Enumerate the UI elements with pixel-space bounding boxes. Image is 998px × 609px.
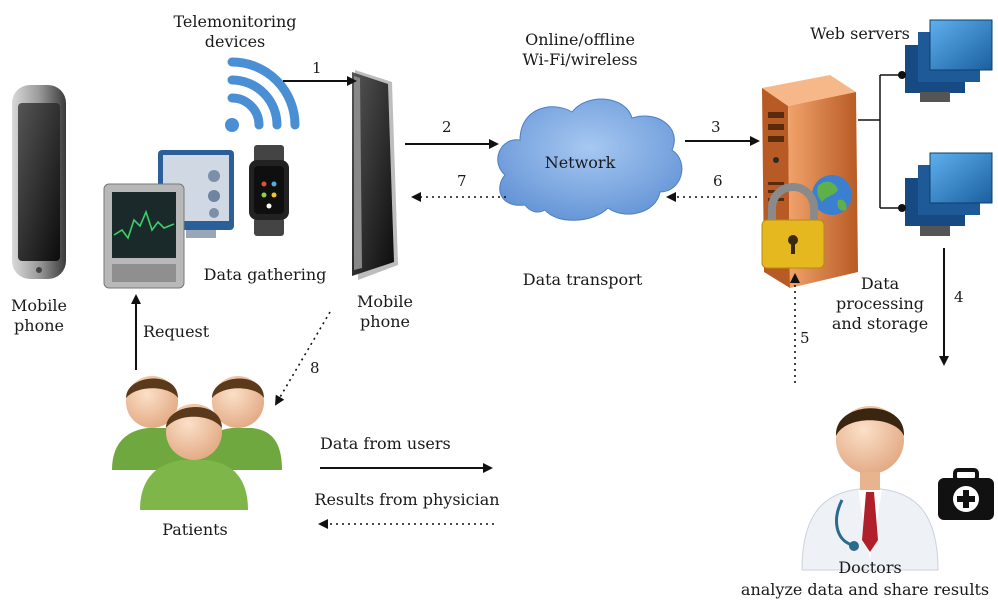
wifi-signal-icon [225, 57, 300, 132]
label-doctors: Doctors [838, 558, 902, 577]
label-online-line1: Online/offline [525, 30, 635, 49]
label-data-processing-line1: Data [860, 274, 900, 293]
step-number-4: 4 [954, 288, 964, 306]
step-number-7: 7 [457, 172, 467, 190]
doctor-icon [801, 406, 939, 571]
smartwatch-icon [249, 145, 289, 236]
label-patients: Patients [162, 520, 228, 539]
client-monitors-bottom-icon [905, 152, 993, 236]
mobile-phone-middle-icon [352, 70, 398, 280]
step-number-3: 3 [711, 118, 721, 136]
step-number-8: 8 [310, 359, 320, 377]
label-online-line2: Wi-Fi/wireless [522, 50, 638, 69]
label-doctors-subtitle: analyze data and share results [740, 580, 990, 599]
label-web-servers: Web servers [810, 24, 910, 43]
step-number-2: 2 [442, 118, 452, 136]
label-data-transport: Data transport [522, 270, 643, 289]
network-cloud-icon [497, 98, 683, 221]
medical-kit-icon [938, 468, 994, 520]
label-mobile-phone-middle: Mobile phone [345, 292, 425, 332]
label-telemonitoring-devices: Telemonitoring devices [160, 12, 310, 52]
mobile-phone-left-icon [12, 85, 66, 279]
label-data-from-users: Data from users [320, 434, 451, 453]
label-data-gathering: Data gathering [203, 265, 327, 284]
globe-icon [812, 175, 852, 215]
label-mobile-phone-left: Mobile phone [4, 296, 74, 336]
label-network: Network [544, 153, 616, 172]
arrow-step-8 [274, 311, 331, 406]
padlock-icon [761, 183, 825, 269]
client-monitors-top-icon [905, 19, 993, 102]
server-monitor-connector [858, 71, 906, 212]
label-telemonitoring-line1: Telemonitoring [173, 12, 297, 31]
label-results-from-physician: Results from physician [314, 490, 500, 509]
step-number-6: 6 [713, 172, 723, 190]
label-data-processing-line3: and storage [831, 314, 929, 333]
label-mobile-mid-line1: Mobile [357, 292, 413, 311]
label-telemonitoring-line2: devices [204, 32, 266, 51]
step-number-5: 5 [800, 329, 810, 347]
monitoring-computer-icon [103, 150, 234, 289]
label-data-processing: Data processing and storage [825, 274, 935, 334]
label-mobile-left-line1: Mobile [11, 296, 67, 315]
label-online-offline: Online/offline Wi-Fi/wireless [505, 30, 655, 70]
label-mobile-mid-line2: phone [360, 312, 410, 331]
step-number-1: 1 [312, 59, 322, 77]
label-request: Request [143, 322, 210, 341]
label-mobile-left-line2: phone [14, 316, 64, 335]
patients-group-icon [112, 376, 282, 510]
label-data-processing-line2: processing [835, 294, 925, 313]
